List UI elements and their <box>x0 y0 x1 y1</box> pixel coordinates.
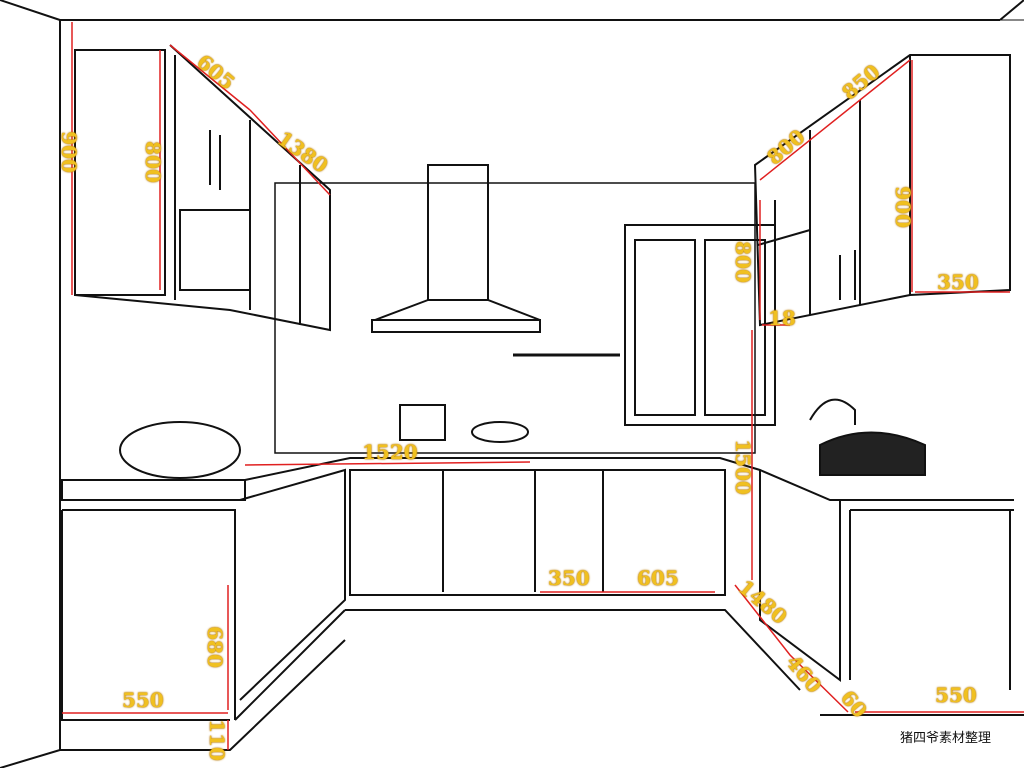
dim-base-unit-350: 350 <box>548 566 590 590</box>
dim-upper-left-height: 900 <box>56 131 81 173</box>
dim-plinth-height: 110 <box>204 719 229 761</box>
dim-dishwasher-width: 605 <box>637 566 679 590</box>
dim-upper-gap: 18 <box>768 306 796 330</box>
dim-upper-left-cabinet-height: 800 <box>140 141 165 183</box>
dim-window-height: 800 <box>730 241 755 283</box>
dim-left-base-height: 680 <box>202 626 227 668</box>
dim-counter-height-right: 1500 <box>730 439 755 495</box>
dim-upper-right-height: 900 <box>890 186 915 228</box>
dim-upper-right-side: 350 <box>937 270 979 294</box>
watermark: 猪四爷素材整理 <box>900 731 992 746</box>
dim-left-base-width: 550 <box>122 688 164 712</box>
dim-right-base-width: 550 <box>935 683 977 707</box>
dim-counter-back-length: 1520 <box>362 440 418 464</box>
